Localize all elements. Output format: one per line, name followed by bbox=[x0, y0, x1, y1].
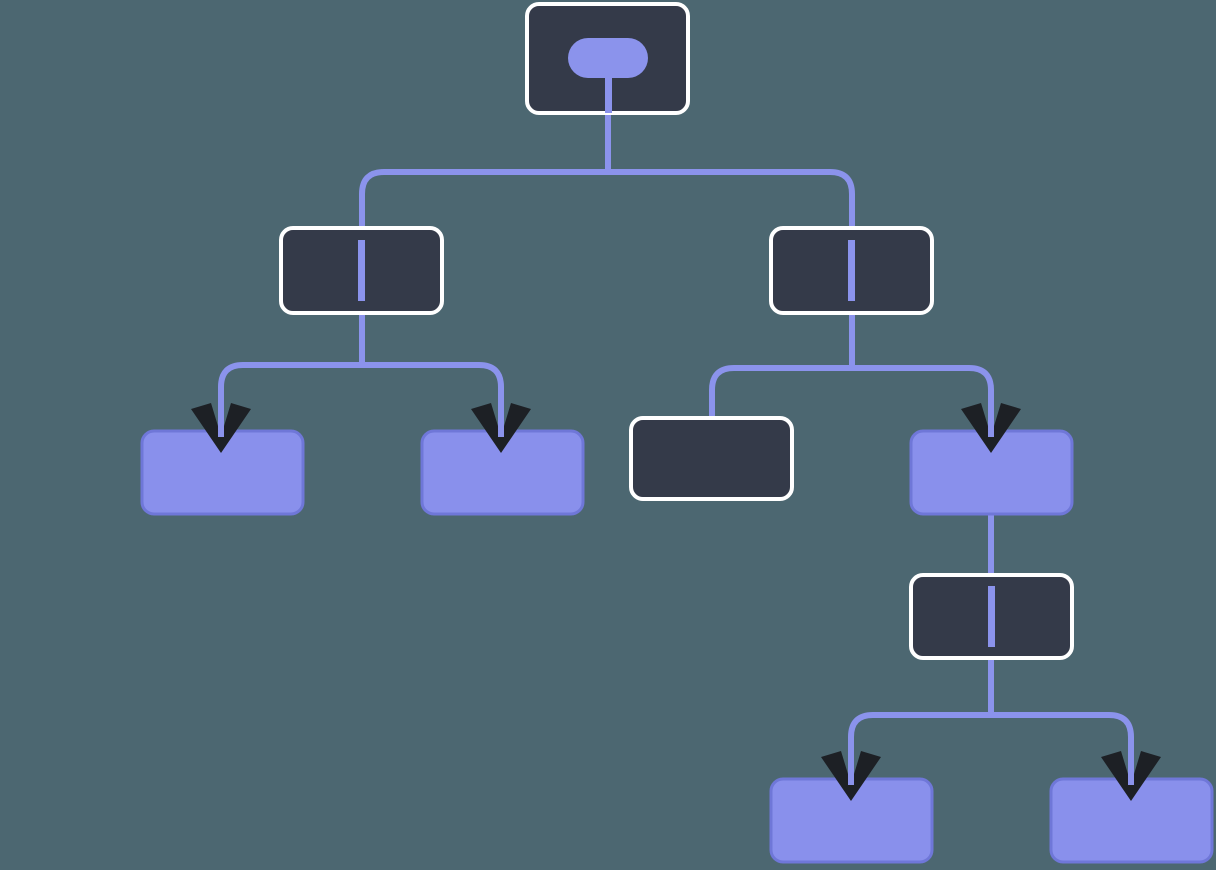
level3-branch-node-arrow-stem-overlay bbox=[988, 401, 994, 437]
nodes-layer bbox=[140, 2, 1214, 864]
edge-level4-to-leaf-a bbox=[848, 712, 991, 791]
level4-dark-node-inner-edge-segment bbox=[988, 586, 995, 647]
level5-leaf-b-arrow-head-icon bbox=[1101, 751, 1161, 801]
level3-leaf-b-arrow-head-icon bbox=[471, 403, 531, 453]
edge-level2-left-to-leaf-b bbox=[362, 362, 504, 443]
level2-left-node-inner-edge-segment bbox=[358, 240, 365, 301]
level5-leaf-b-arrow-stem-overlay bbox=[1128, 749, 1134, 785]
level3-leaf-b-arrow-stem-overlay bbox=[498, 401, 504, 437]
level3-leaf-a-arrow-head-icon bbox=[191, 403, 251, 453]
root-node-pill-stem bbox=[605, 58, 612, 113]
edge-level2-left-to-leaf-a bbox=[218, 362, 362, 443]
level2-right-node-inner-edge-segment bbox=[848, 240, 855, 301]
level3-dark-node[interactable] bbox=[629, 416, 794, 501]
edge-root-to-level2-left bbox=[359, 169, 608, 240]
edge-level2-right-to-dark-node bbox=[709, 365, 852, 418]
level5-leaf-a-arrow-stem-overlay bbox=[848, 749, 854, 785]
level3-leaf-a-arrow-stem-overlay bbox=[218, 401, 224, 437]
edge-level4-to-leaf-b bbox=[991, 712, 1134, 791]
edge-level2-right-to-branch-node bbox=[852, 365, 994, 443]
edge-root-to-level2-right bbox=[608, 169, 855, 240]
arrows-layer bbox=[191, 401, 1161, 801]
node-overlays-layer bbox=[358, 38, 995, 647]
level3-branch-node-arrow-head-icon bbox=[961, 403, 1021, 453]
level5-leaf-a-arrow-head-icon bbox=[821, 751, 881, 801]
root-node-pill-indicator bbox=[568, 38, 648, 78]
